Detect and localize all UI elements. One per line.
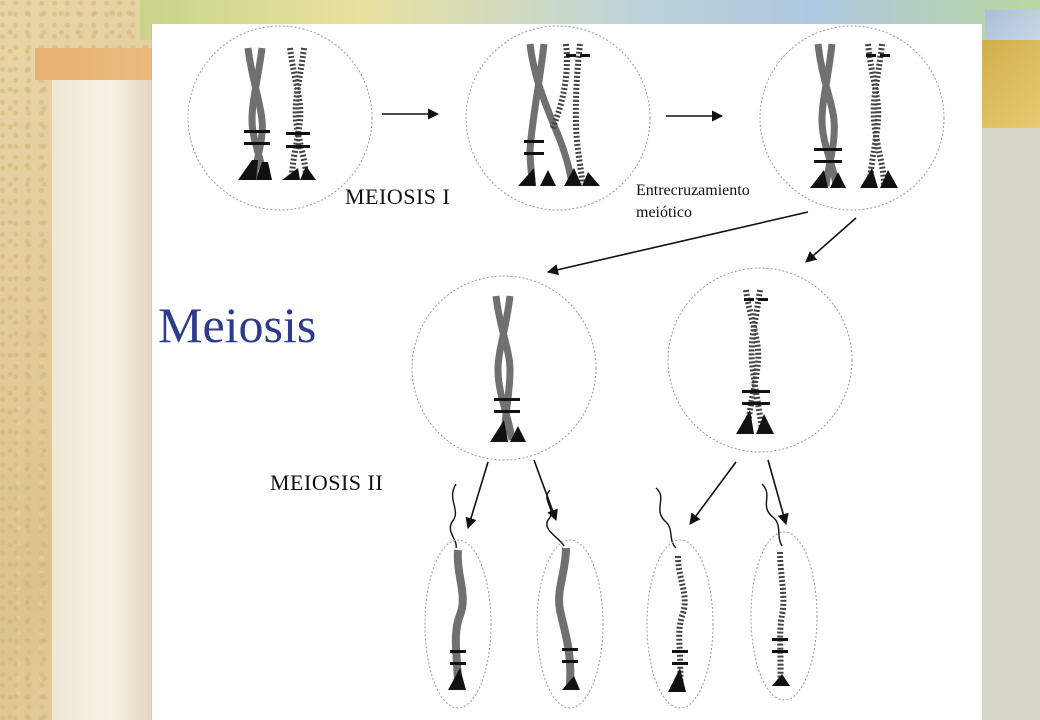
arrow-gamete-1 <box>465 461 489 530</box>
cell-meiosis-i-3 <box>759 25 945 211</box>
cell-meiosis-ii-1 <box>411 275 597 461</box>
arrow-to-cell-ii-2 <box>805 217 857 263</box>
arrow-gamete-3 <box>689 461 737 525</box>
meiosis-i-label: MEIOSIS I <box>345 184 451 209</box>
meiosis-ii-label: MEIOSIS II <box>270 470 384 495</box>
decorative-cream-panel <box>52 80 152 720</box>
slide-title: Meiosis <box>158 297 317 353</box>
cell-meiosis-i-1 <box>187 25 373 211</box>
arrow-to-cell-ii-1 <box>546 211 809 276</box>
crossover-label-line2: meiótico <box>636 204 692 221</box>
crossover-label-line1: Entrecruzamiento <box>636 182 750 199</box>
gamete-2 <box>536 539 604 709</box>
gamete-4 <box>750 531 818 701</box>
arrow-gamete-2 <box>533 459 558 522</box>
crossover-label: Entrecruzamiento meiótico <box>636 180 750 224</box>
cell-meiosis-ii-2 <box>667 267 853 453</box>
decorative-gray-strip <box>982 128 1040 720</box>
gamete-1 <box>424 539 492 709</box>
diagram-card <box>152 24 982 720</box>
cell-meiosis-i-2 <box>465 25 651 211</box>
gamete-3 <box>646 539 714 709</box>
arrow-gamete-4 <box>767 459 789 526</box>
